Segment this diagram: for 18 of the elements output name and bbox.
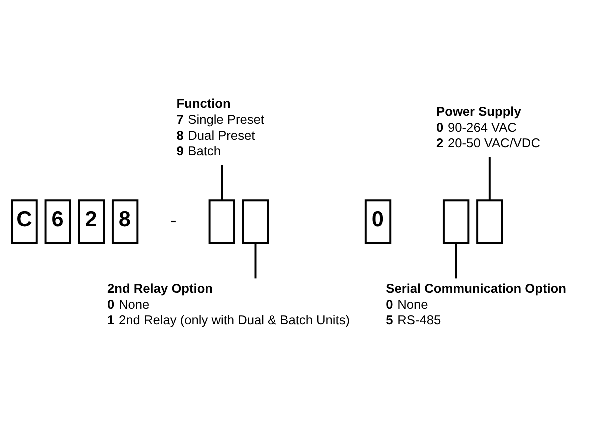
connector [221,164,224,200]
node-box: C [11,199,38,244]
node-box: 6 [44,199,72,244]
node-text: Serial Communication Option 0 None 5 RS-485 [386,280,566,328]
node-box: 2 [78,199,106,244]
node-text: 2nd Relay Option 0 None 1 2nd Relay (only with Dual & Batch Units) [108,280,350,328]
connector [254,242,257,278]
node-box: 8 [112,199,139,244]
node-box [208,199,236,244]
connector [488,156,491,200]
node-box: 0 [364,199,392,244]
node-text: Power Supply 0 90-264 VAC 2 20-50 VAC/VDC [436,104,540,150]
node-box [476,199,504,244]
label: - [170,209,177,232]
node-box [442,199,470,244]
node-text: Function 7 Single Preset 8 Dual Preset 9 Batch [176,96,264,158]
node-box [242,199,270,244]
connector [455,242,458,278]
